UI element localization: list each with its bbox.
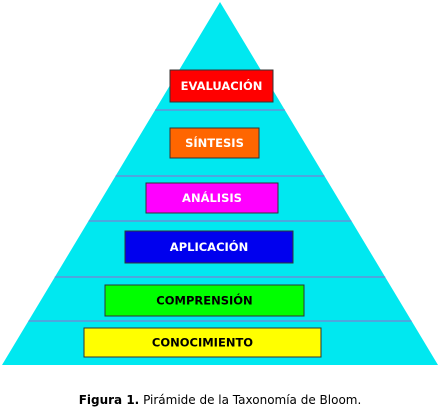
level-label-2: SÍNTESIS	[185, 135, 244, 150]
pyramid-level-4: APLICACIÓN	[124, 230, 294, 264]
pyramid-level-6: CONOCIMIENTO	[83, 327, 322, 358]
level-label-1: EVALUACIÓN	[181, 78, 263, 93]
pyramid-level-1: EVALUACIÓN	[169, 69, 274, 103]
caption-text: Pirámide de la Taxonomía de Bloom.	[143, 393, 362, 407]
level-box-3	[145, 182, 279, 214]
level-label-4: APLICACIÓN	[170, 239, 248, 254]
level-label-5: COMPRENSIÓN	[156, 293, 252, 308]
pyramid-level-2: SÍNTESIS	[169, 127, 260, 159]
bloom-pyramid: EVALUACIÓN SÍNTESIS ANÁLISIS APLICACIÓN COMP…	[2, 2, 438, 365]
level-box-2	[169, 127, 260, 159]
level-box-6	[83, 327, 322, 358]
level-box-5	[104, 284, 305, 317]
level-label-6: CONOCIMIENTO	[152, 336, 253, 350]
caption-label: Figura 1.	[78, 393, 140, 407]
level-dividers	[28, 109, 412, 322]
level-label-3: ANÁLISIS	[182, 190, 242, 205]
pyramid-levels: EVALUACIÓN SÍNTESIS ANÁLISIS APLICACIÓN COMP…	[83, 69, 322, 358]
level-box-4	[124, 230, 294, 264]
pyramid-level-3: ANÁLISIS	[145, 182, 279, 214]
pyramid-level-5: COMPRENSIÓN	[104, 284, 305, 317]
level-box-1	[169, 69, 274, 103]
figure-caption: Figura 1. Pirámide de la Taxonomía de Bl…	[0, 393, 440, 407]
